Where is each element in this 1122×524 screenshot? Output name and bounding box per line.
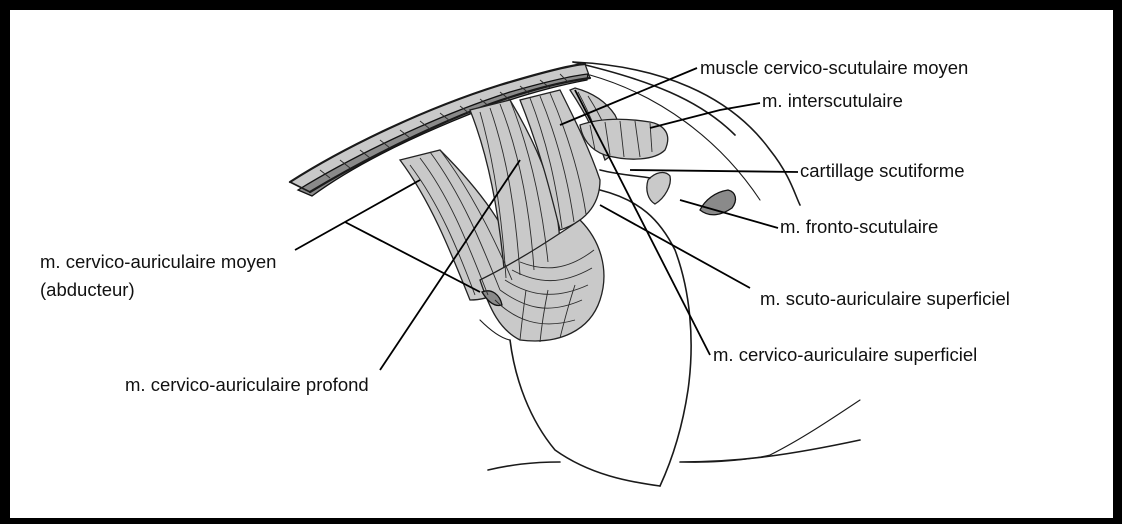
label-cervico-auriculaire-moyen: m. cervico-auriculaire moyen (40, 251, 276, 272)
label-abducteur: (abducteur) (40, 279, 135, 300)
label-cervico-auriculaire-superficiel: m. cervico-auriculaire superficiel (713, 344, 977, 365)
label-fronto-scutulaire: m. fronto-scutulaire (780, 216, 938, 237)
label-cervico-scutulaire-moyen: muscle cervico-scutulaire moyen (700, 57, 968, 78)
label-cartillage-scutiforme: cartillage scutiforme (800, 160, 965, 181)
cartilage-piece (600, 170, 735, 215)
label-scuto-auriculaire-superficiel: m. scuto-auriculaire superficiel (760, 288, 1010, 309)
label-interscutulaire: m. interscutulaire (762, 90, 903, 111)
label-cervico-auriculaire-profond: m. cervico-auriculaire profond (125, 374, 369, 395)
